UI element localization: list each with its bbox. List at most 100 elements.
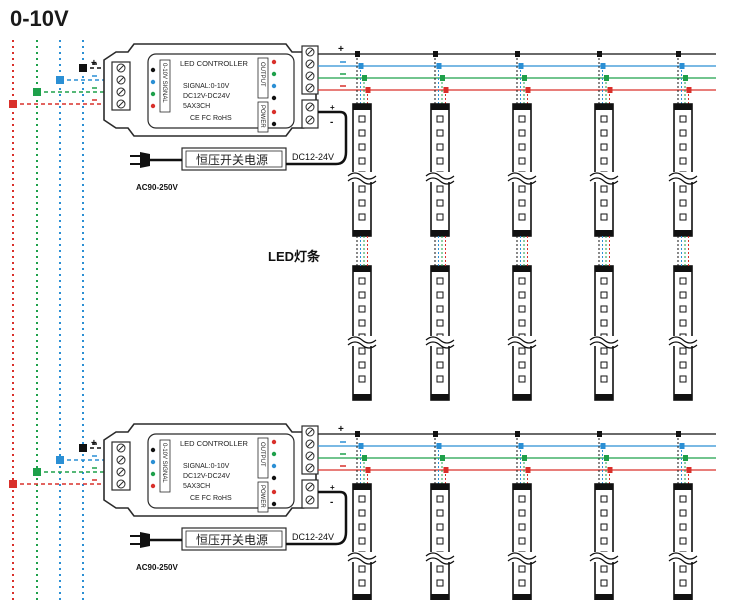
led-chip — [436, 185, 444, 193]
led-chip — [358, 347, 366, 355]
strip-connector — [431, 394, 449, 400]
led-chip — [679, 157, 687, 165]
strip-connector — [513, 484, 531, 490]
led-chip — [358, 143, 366, 151]
bus-junction-node — [355, 51, 360, 57]
led-chip — [518, 523, 526, 531]
bus-junction-node — [525, 87, 531, 93]
screw-slot — [117, 64, 125, 72]
power-label: POWER — [259, 105, 265, 128]
strip-cut-mark — [668, 341, 698, 349]
bus-junction-node — [525, 467, 531, 473]
controller-signal-spec: SIGNAL:0-10V — [183, 83, 230, 90]
input-terminal-block — [111, 61, 131, 111]
led-chip — [436, 291, 444, 299]
strip-cut-mark — [347, 177, 377, 185]
led-chip — [679, 129, 687, 137]
led-chip — [679, 291, 687, 299]
led-chip — [358, 277, 366, 285]
led-chip — [518, 565, 526, 573]
strip-cut-mask — [508, 172, 536, 182]
strip-cut-mask — [508, 336, 536, 346]
bus-junction-node — [362, 455, 367, 461]
strip-connector — [674, 394, 692, 400]
led-chip — [436, 199, 444, 207]
screw-slot — [306, 428, 314, 436]
strip-connector — [353, 104, 371, 110]
strip-cut-mask — [426, 552, 454, 562]
led-chip — [518, 115, 526, 123]
strip-cut-mark — [347, 552, 377, 560]
strip-connector — [431, 594, 449, 600]
signal-wire-black-node — [79, 64, 87, 72]
bus-junction-node — [436, 443, 442, 449]
controller-label-panel — [147, 53, 295, 129]
led-chip — [679, 143, 687, 151]
dc-output-label: DC12-24V — [292, 532, 334, 542]
strip-connector — [353, 230, 371, 236]
led-chip — [436, 213, 444, 221]
ac-plug — [140, 532, 150, 548]
strip-connector — [674, 594, 692, 600]
strip-cut-mark — [347, 172, 377, 180]
led-chip — [358, 565, 366, 573]
led-chip — [679, 115, 687, 123]
led-chip — [600, 361, 608, 369]
signal-wire-black-node — [79, 444, 87, 452]
strip-connector — [513, 394, 531, 400]
led-chip — [358, 199, 366, 207]
dc-power-cable — [286, 490, 348, 546]
bus-junction-node — [600, 63, 606, 69]
bus-junction-node — [686, 87, 692, 93]
led-chip — [358, 129, 366, 137]
dc-power-cable — [286, 110, 348, 166]
bus-junction-node — [683, 455, 688, 461]
controller-channel-spec: 5AX3CH — [183, 103, 210, 110]
screw-slot — [117, 88, 125, 96]
led-chip — [600, 509, 608, 517]
bus-junction-node — [355, 431, 360, 437]
strip-cut-mask — [426, 336, 454, 346]
led-chip — [436, 157, 444, 165]
bus-junction-node — [679, 443, 685, 449]
led-chip — [436, 115, 444, 123]
diagram-title: 0-10V — [10, 6, 69, 31]
bus-junction-node — [518, 63, 524, 69]
strip-cut-mark — [507, 172, 537, 180]
led-chip — [518, 375, 526, 383]
strip-connector — [513, 266, 531, 272]
led-chip — [600, 375, 608, 383]
strip-connector — [431, 104, 449, 110]
led-chip — [600, 579, 608, 587]
controller-certifications: CE FC RoHS — [190, 495, 232, 502]
strip-cut-mask — [348, 172, 376, 182]
strip-connector — [595, 594, 613, 600]
led-chip — [679, 495, 687, 503]
screw-slot — [306, 84, 314, 92]
screw-slot — [117, 456, 125, 464]
led-chip — [600, 565, 608, 573]
led-chip — [600, 143, 608, 151]
controller-name: LED CONTROLLER — [180, 59, 249, 68]
led-chip — [679, 509, 687, 517]
strip-cut-mask — [669, 552, 697, 562]
output-terminal-block — [301, 425, 319, 475]
led-chip — [518, 291, 526, 299]
input-indicator-dot — [150, 67, 156, 73]
controller-certifications: CE FC RoHS — [190, 115, 232, 122]
screw-slot — [306, 496, 314, 504]
strip-cut-mark — [589, 336, 619, 344]
strip-cut-mark — [507, 552, 537, 560]
strip-connector — [513, 104, 531, 110]
led-chip — [600, 129, 608, 137]
strip-connector — [513, 230, 531, 236]
led-chip — [518, 537, 526, 545]
led-chip — [436, 375, 444, 383]
bus-junction-node — [515, 51, 520, 57]
bus-junction-node — [362, 75, 367, 81]
controller-label-panel — [147, 433, 295, 509]
bus-junction-node — [433, 431, 438, 437]
signal-wire-green-node — [33, 468, 41, 476]
output-indicator-dot — [271, 83, 277, 89]
